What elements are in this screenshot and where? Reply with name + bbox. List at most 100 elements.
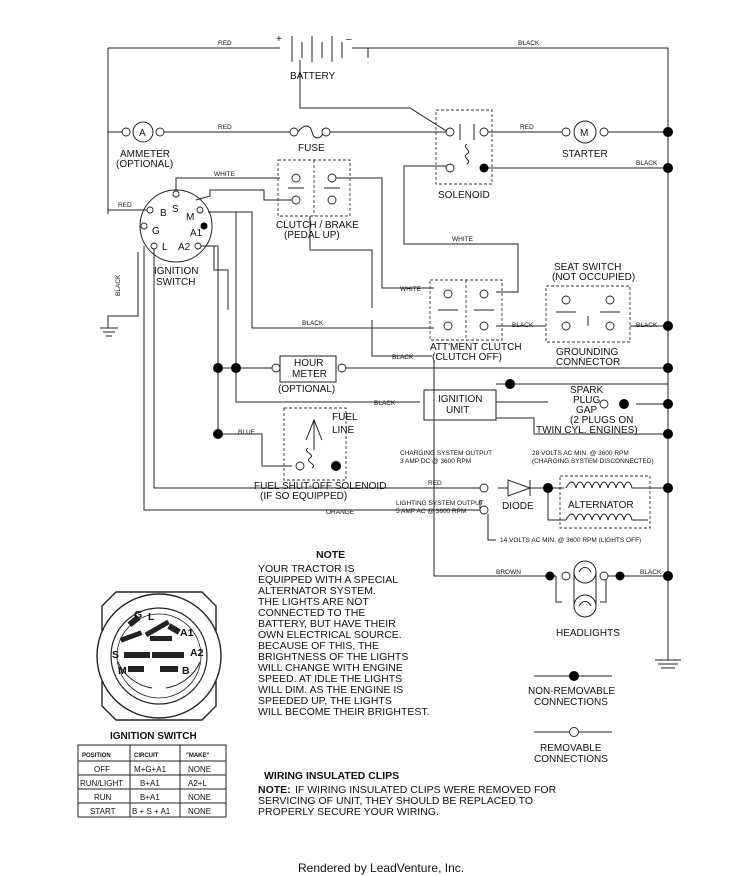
wire-label-white-3: WHITE — [400, 286, 422, 293]
wire-label-blue: BLUE — [238, 429, 256, 436]
legend-removable: REMOVABLE — [540, 743, 602, 754]
terminal-s: S — [172, 204, 179, 215]
charging-output-rating: 3 AMP DC @ 3600 RPM — [400, 458, 471, 465]
wires — [100, 47, 681, 669]
clips-line: PROPERLY SECURE YOUR WIRING. — [258, 806, 439, 818]
note-line: CONNECTED TO THE — [258, 607, 365, 619]
starter-label: STARTER — [562, 149, 608, 160]
clips-line: IF WIRING INSULATED CLIPS WERE REMOVED F… — [295, 784, 557, 796]
wire-label-black-2: BLACK — [636, 160, 658, 167]
terminal-a1: A1 — [190, 228, 203, 239]
hour-meter-optional: (OPTIONAL) — [278, 384, 335, 395]
clutch-brake-label: CLUTCH / BRAKE — [276, 220, 359, 231]
wire-label-black-vertical: BLACK — [115, 274, 122, 296]
note-line: BECAUSE OF THIS, THE — [258, 640, 379, 652]
wire-label-black-4: BLACK — [512, 322, 534, 329]
solenoid: SOLENOID — [435, 109, 493, 201]
solenoid-label: SOLENOID — [438, 190, 490, 201]
table-header: "MAKE" — [186, 753, 210, 759]
headlights-label: HEADLIGHTS — [556, 628, 620, 639]
note-line: WILL CHANGE WITH ENGINE — [258, 662, 403, 674]
seat-switch-sub: (NOT OCCUPIED) — [552, 272, 635, 283]
spark-plug-label-4: (2 PLUGS ON — [570, 415, 633, 426]
table-cell: NONE — [188, 793, 211, 802]
footer-credit: Rendered by LeadVenture, Inc. — [298, 861, 464, 875]
lighting-output-label: LIGHTING SYSTEM OUTPUT — [396, 500, 484, 507]
clutch-brake-sub: (PEDAL UP) — [284, 230, 340, 241]
switch-g-label: G — [134, 609, 142, 621]
battery: + – BATTERY — [272, 34, 368, 82]
lights-volts-label: 14 VOLTS AC MIN. @ 3600 RPM (LIGHTS OFF) — [500, 537, 641, 544]
terminal-a2: A2 — [178, 242, 191, 253]
battery-minus: – — [346, 34, 352, 45]
terminal-b: B — [160, 208, 167, 219]
wire-label-black-8: BLACK — [640, 569, 662, 576]
wire-label-black-5: BLACK — [636, 322, 658, 329]
switch-table: POSITION CIRCUIT "MAKE" OFF M+G+A1 NONE … — [77, 744, 227, 818]
fuse-label: FUSE — [298, 143, 325, 154]
connection-dots — [213, 127, 673, 581]
table-cell: NONE — [188, 807, 211, 816]
table-cell: M+G+A1 — [134, 765, 167, 774]
wire-label-black-3: BLACK — [302, 320, 324, 327]
table-cell: B + S + A1 — [132, 807, 171, 816]
wire-label-red: RED — [218, 40, 232, 47]
note-line: SPEED. AT IDLE THE LIGHTS — [258, 673, 402, 685]
terminal-g: G — [152, 226, 160, 237]
spark-plug: SPARK PLUG GAP (2 PLUGS ON TWIN CYL. ENG… — [536, 385, 638, 436]
switch-s-label: S — [112, 649, 119, 661]
headlights: HEADLIGHTS — [545, 560, 625, 639]
grounding-connector-label-2: CONNECTOR — [556, 357, 620, 368]
wire-label-black-7: BLACK — [374, 400, 396, 407]
note-line: BRIGHTNESS OF THE LIGHTS — [258, 651, 408, 663]
note-line: THE LIGHTS ARE NOT — [258, 596, 369, 608]
wire-label-red-5: RED — [428, 480, 442, 487]
clips-title: WIRING INSULATED CLIPS — [264, 770, 399, 782]
ammeter-symbol: A — [139, 128, 146, 139]
wire-label-orange: ORANGE — [326, 509, 355, 516]
table-cell: OFF — [94, 765, 110, 774]
legend-non-removable: NON-REMOVABLE — [528, 686, 615, 697]
spark-plug-label: SPARK — [570, 385, 603, 396]
switch-b-label: B — [182, 665, 190, 677]
ac-volts-sub: (CHARGING SYSTEM DISCONNECTED) — [532, 458, 654, 465]
note-title: NOTE — [316, 549, 345, 561]
terminal-l: L — [162, 242, 168, 253]
legend-non-removable-2: CONNECTIONS — [534, 697, 608, 708]
charging-output-label: CHARGING SYSTEM OUTPUT — [400, 450, 492, 457]
note-line: YOUR TRACTOR IS — [258, 563, 354, 575]
fuse: FUSE — [289, 125, 331, 154]
table-cell: NONE — [188, 765, 211, 774]
clips-line: SERVICING OF UNIT, THEY SHOULD BE REPLAC… — [258, 795, 533, 807]
switch-a1-label: A1 — [180, 627, 194, 639]
table-header: POSITION — [82, 753, 111, 759]
lighting-output-rating: 5 AMP AC @ 3600 RPM — [396, 508, 466, 515]
note-line: WILL BECOME THEIR BRIGHTEST. — [258, 706, 430, 718]
starter: M STARTER — [561, 120, 609, 160]
clips-note: WIRING INSULATED CLIPS NOTE: IF WIRING I… — [258, 770, 557, 818]
ammeter: A AMMETER (OPTIONAL) — [116, 121, 173, 170]
attachment-clutch-label: ATT'MENT CLUTCH — [430, 342, 522, 353]
seat-switch-label: SEAT SWITCH — [554, 262, 621, 273]
clutch-brake: CLUTCH / BRAKE (PEDAL UP) — [276, 159, 359, 241]
ignition-switch-illustration: G L A1 S A2 M B IGNITION SWITCH — [96, 591, 222, 742]
legend-removable-2: CONNECTIONS — [534, 754, 608, 765]
seat-switch: SEAT SWITCH (NOT OCCUPIED) GROUNDING CON… — [545, 262, 635, 368]
fuel-solenoid-sub: (IF SO EQUIPPED) — [260, 491, 347, 502]
ignition-switch-schematic: B S M G L A1 A2 IGNITION SWITCH — [139, 189, 213, 288]
battery-plus: + — [276, 34, 282, 45]
note-block: NOTE YOUR TRACTOR IS EQUIPPED WITH A SPE… — [258, 549, 430, 718]
starter-symbol: M — [580, 128, 588, 139]
note-line: SPEEDED UP, THE LIGHTS — [258, 695, 392, 707]
hour-meter-label-2: METER — [292, 369, 327, 380]
table-cell: RUN — [94, 793, 112, 802]
wire-label-red-2: RED — [218, 124, 232, 131]
wire-label-white-2: WHITE — [452, 236, 474, 243]
fuel-solenoid: FUEL LINE FUEL SHUT-OFF SOLENOID (IF SO … — [254, 407, 386, 502]
hour-meter-label: HOUR — [294, 358, 323, 369]
table-cell: RUN/LIGHT — [80, 779, 123, 788]
switch-a2-label: A2 — [190, 647, 204, 659]
spark-plug-label-3: GAP — [576, 405, 597, 416]
wire-labels: RED BLACK RED RED BLACK WHITE RED WHITE … — [115, 40, 662, 576]
